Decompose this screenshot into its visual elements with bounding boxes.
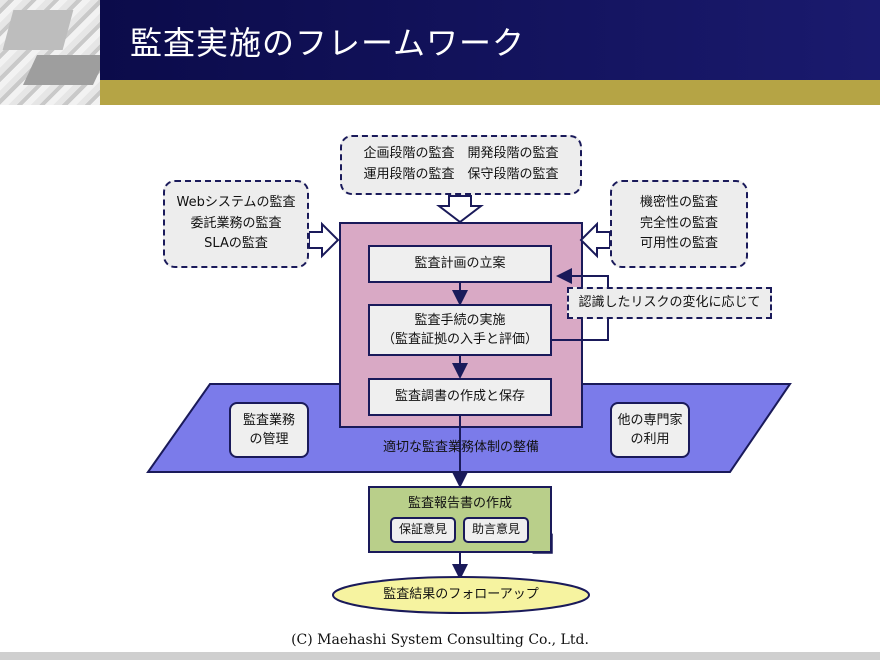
- step-audit-workpapers: 監査調書の作成と保存: [368, 378, 552, 416]
- expert-use-line: 他の専門家: [617, 412, 683, 428]
- security-audits-line: 機密性の監査: [639, 194, 718, 210]
- system-audits-box: Webシステムの監査 委託業務の監査 SLAの監査: [163, 180, 309, 268]
- header-photo: [0, 0, 100, 105]
- advisory-opinion-box: 助言意見: [463, 517, 529, 543]
- phase-audits-box: 企画段階の監査 開発段階の監査 運用段階の監査 保守段階の監査: [340, 135, 582, 195]
- step-label: 監査手続の実施: [414, 312, 506, 328]
- system-audits-line: 委託業務の監査: [190, 215, 282, 231]
- security-audits-line: 完全性の監査: [639, 215, 718, 231]
- audit-management-box: 監査業務 の管理: [229, 402, 309, 458]
- assurance-opinion-box: 保証意見: [390, 517, 456, 543]
- step-audit-planning: 監査計画の立案: [368, 245, 552, 283]
- risk-change-text: 認識したリスクの変化に応じて: [578, 294, 761, 310]
- step-label: （監査証拠の入手と評価）: [381, 332, 538, 347]
- step-label: 監査計画の立案: [414, 255, 506, 271]
- system-audits-line: SLAの監査: [204, 236, 268, 252]
- audit-report-title: 監査報告書の作成: [407, 496, 512, 511]
- step-label: 監査調書の作成と保存: [394, 388, 525, 404]
- arrow-right-hollow-icon: [308, 221, 340, 259]
- followup-text: 監査結果のフォローアップ: [383, 586, 539, 602]
- advisory-opinion-label: 助言意見: [471, 522, 520, 537]
- phase-audits-line: 運用段階の監査 保守段階の監査: [363, 167, 559, 182]
- system-audits-line: Webシステムの監査: [176, 194, 296, 210]
- audit-management-line: の管理: [249, 432, 289, 447]
- platform-label-text: 適切な監査業務体制の整備: [382, 439, 539, 455]
- copyright-footer: (C) Maehashi System Consulting Co., Ltd.: [291, 632, 589, 648]
- expert-use-box: 他の専門家 の利用: [610, 402, 690, 458]
- followup-label: 監査結果のフォローアップ: [333, 582, 589, 608]
- security-audits-line: 可用性の監査: [639, 236, 718, 252]
- page-title: 監査実施のフレームワーク: [130, 24, 526, 62]
- audit-management-line: 監査業務: [242, 412, 295, 428]
- expert-use-line: の利用: [630, 432, 670, 447]
- arrow-down-hollow-icon: [436, 195, 484, 224]
- bottom-strip: [0, 652, 880, 660]
- step-audit-procedures: 監査手続の実施 （監査証拠の入手と評価）: [368, 304, 552, 356]
- assurance-opinion-label: 保証意見: [398, 522, 447, 537]
- phase-audits-line: 企画段階の監査 開発段階の監査: [363, 146, 559, 162]
- accent-band: [100, 80, 880, 105]
- arrow-left-hollow-icon: [579, 221, 611, 259]
- platform-label: 適切な監査業務体制の整備: [340, 436, 582, 460]
- security-audits-box: 機密性の監査 完全性の監査 可用性の監査: [610, 180, 748, 268]
- followup-ellipse: [332, 576, 590, 614]
- title-band: [100, 0, 880, 80]
- risk-change-label: 認識したリスクの変化に応じて: [567, 287, 772, 319]
